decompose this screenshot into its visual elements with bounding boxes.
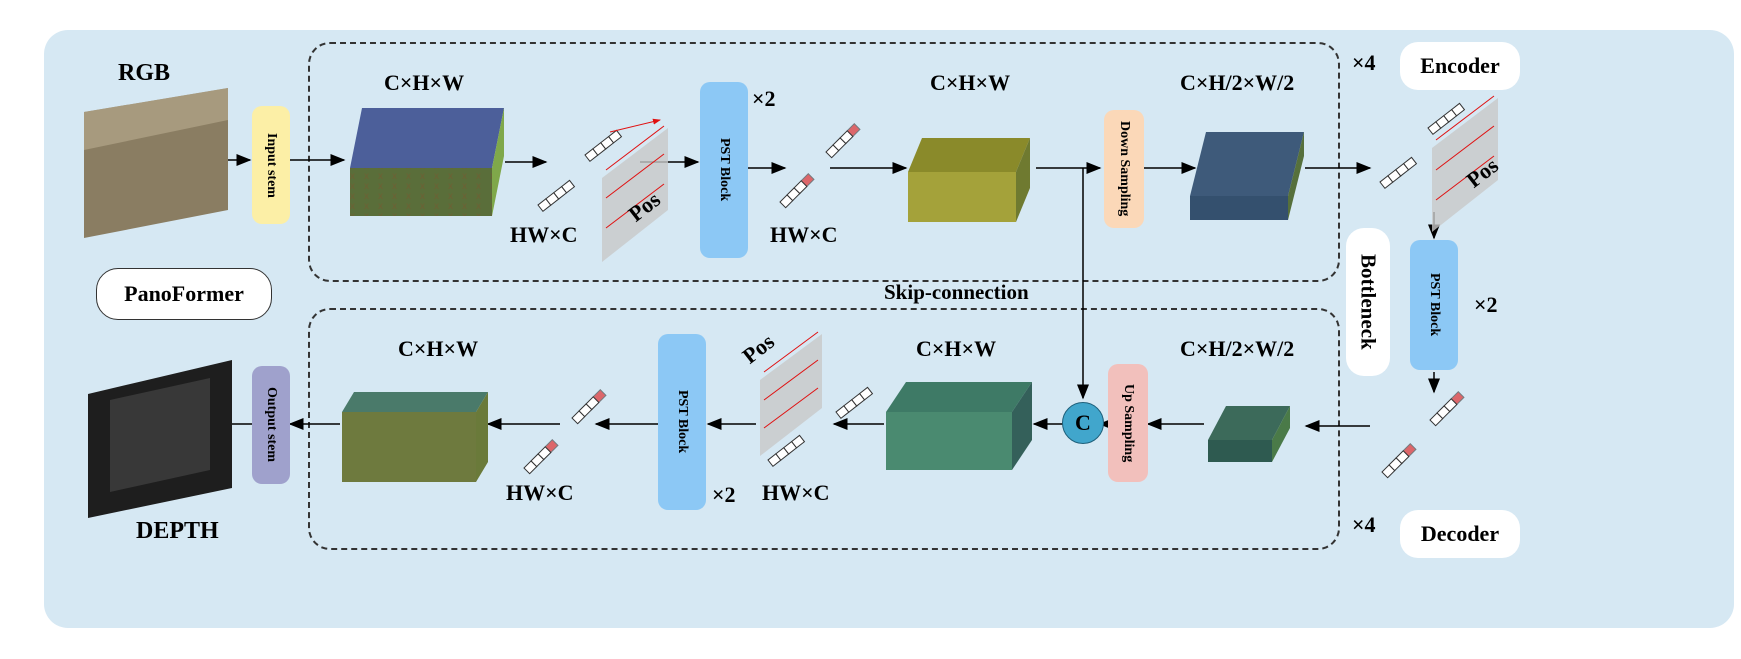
token-group-dec1 xyxy=(767,386,874,468)
depth-label: DEPTH xyxy=(136,518,219,544)
dim-enc2: C×H×W xyxy=(930,70,1011,95)
times2-encoder: ×2 xyxy=(752,86,776,111)
encoder-label: Encoder xyxy=(1420,53,1500,78)
bottleneck-badge: Bottleneck xyxy=(1346,228,1390,376)
pst-block-decoder-label: PST Block xyxy=(675,390,690,454)
dim-enc-half: C×H/2×W/2 xyxy=(1180,70,1295,95)
pos-plane-bottle xyxy=(1432,95,1498,232)
concat-label: C xyxy=(1075,410,1091,435)
pst-block-encoder: PST Block xyxy=(700,82,748,258)
tokens-enc2: HW×C xyxy=(770,222,838,247)
panoformer-badge: PanoFormer xyxy=(96,268,272,320)
feature-map-enc1 xyxy=(350,108,504,216)
encoder-region xyxy=(308,42,1340,282)
feature-map-dec-half xyxy=(1208,406,1290,462)
feature-map-enc-half xyxy=(1190,132,1304,220)
down-sampling-block: Down Sampling xyxy=(1104,110,1144,228)
output-stem-block: Output stem xyxy=(252,366,290,484)
dim-enc1: C×H×W xyxy=(384,70,465,95)
decoder-badge: Decoder xyxy=(1400,510,1520,558)
pos-plane-dec xyxy=(760,331,822,456)
token-group-enc2 xyxy=(779,123,861,209)
dim-dec2: C×H×W xyxy=(398,336,479,361)
token-group-bottle-out xyxy=(1381,391,1465,479)
up-sampling-label: Up Sampling xyxy=(1121,383,1136,463)
input-stem-label: Input stem xyxy=(264,132,279,198)
token-group-dec2 xyxy=(523,389,607,475)
feature-map-dec2 xyxy=(342,392,488,482)
times4-encoder: ×4 xyxy=(1352,50,1376,75)
token-group-enc1 xyxy=(537,129,623,213)
output-stem-label: Output stem xyxy=(264,387,279,463)
pst-block-bottleneck-label: PST Block xyxy=(1427,273,1442,337)
up-sampling-block: Up Sampling xyxy=(1108,364,1148,482)
dim-dec1: C×H×W xyxy=(916,336,997,361)
feature-map-dec1 xyxy=(886,382,1032,470)
decoder-region xyxy=(308,308,1340,550)
skip-connection-label: Skip-connection xyxy=(884,280,1029,304)
token-group-bottle-in xyxy=(1379,102,1466,190)
down-sampling-label: Down Sampling xyxy=(1117,121,1132,217)
pos-plane-enc1 xyxy=(602,118,668,262)
rgb-label: RGB xyxy=(118,60,171,86)
tokens-enc1: HW×C xyxy=(510,222,578,247)
pst-block-encoder-label: PST Block xyxy=(717,138,732,202)
pst-block-decoder: PST Block xyxy=(658,334,706,510)
encoder-badge: Encoder xyxy=(1400,42,1520,90)
times2-bottleneck: ×2 xyxy=(1474,292,1498,317)
feature-map-enc2 xyxy=(908,138,1030,222)
dim-dec-half: C×H/2×W/2 xyxy=(1180,336,1295,361)
bottleneck-label: Bottleneck xyxy=(1356,254,1381,350)
pst-block-bottleneck: PST Block xyxy=(1410,240,1458,370)
tokens-dec1: HW×C xyxy=(762,480,830,505)
input-stem-block: Input stem xyxy=(252,106,290,224)
concat-node: C xyxy=(1062,402,1104,444)
decoder-label: Decoder xyxy=(1420,521,1500,546)
panoformer-label: PanoFormer xyxy=(124,281,244,306)
times4-decoder: ×4 xyxy=(1352,512,1376,537)
tokens-dec2: HW×C xyxy=(506,480,574,505)
times2-decoder: ×2 xyxy=(712,482,736,507)
